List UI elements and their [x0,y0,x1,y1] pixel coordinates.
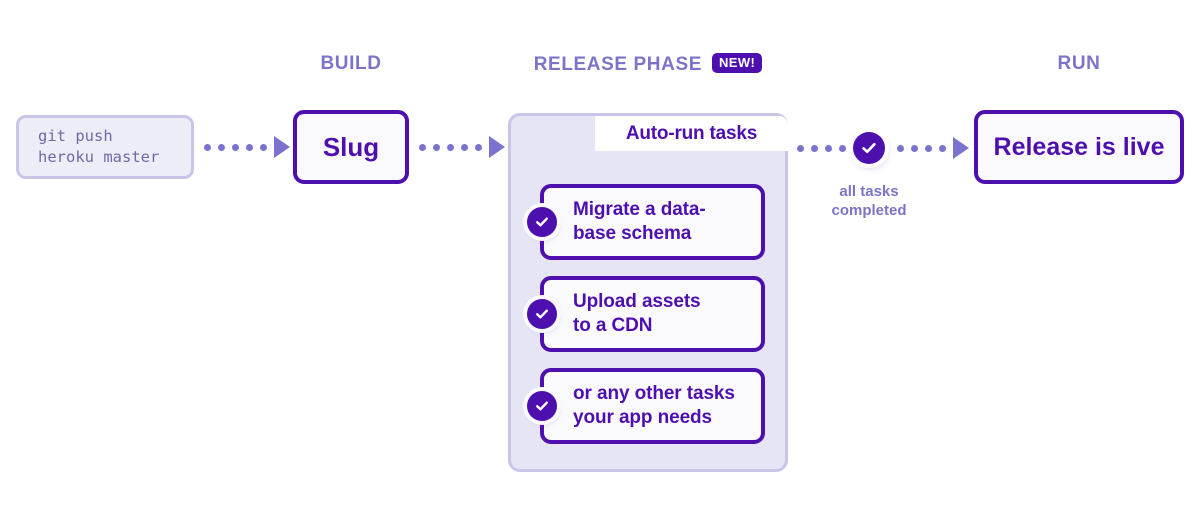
new-badge: NEW! [712,53,763,73]
task-card-line-1: Migrate a data- [573,199,706,220]
auto-run-tasks-header: Auto-run tasks [595,116,788,151]
arrow-dot [246,143,253,151]
task-card: or any other tasks your app needs [527,368,765,444]
arrow-dot [811,144,818,152]
task-card-text: Migrate a data- base schema [573,198,706,246]
dotted-arrow-icon [204,136,290,158]
caption-line-1: all tasks [839,183,899,200]
task-card-text: or any other tasks your app needs [573,382,735,430]
task-card-line-2: to a CDN [573,315,653,336]
task-card-line-2: base schema [573,223,692,244]
task-card: Migrate a data- base schema [527,184,765,260]
arrow-dot [447,143,454,151]
phase-label-release: RELEASE PHASE NEW! [508,53,788,75]
arrow-dot [204,143,211,151]
git-command-line-1: git push [38,127,113,145]
arrow-dot [260,143,267,151]
all-tasks-completed-caption: all tasks completed [799,182,939,220]
task-list: Migrate a data- base schema Upload asset… [511,116,785,469]
caption-line-2: completed [831,202,907,219]
arrow-dot [419,143,426,151]
check-icon [527,391,557,421]
task-card-line-2: your app needs [573,407,713,428]
arrow-dot [461,143,468,151]
dotted-arrow-icon [419,136,505,158]
check-icon [527,207,557,237]
dotted-arrow-icon [897,137,969,159]
arrow-dot [797,144,804,152]
arrow-dot [232,143,239,151]
check-icon [527,299,557,329]
arrow-dot [939,144,946,152]
task-card-line-1: Upload assets [573,291,701,312]
phase-label-release-text: RELEASE PHASE [533,53,702,75]
task-card-line-1: or any other tasks [573,383,735,404]
arrow-head-icon [274,136,290,158]
arrow-head-icon [953,137,969,159]
slug-box-label: Slug [322,131,380,162]
git-command-line-2: heroku master [38,148,160,166]
arrow-dot [897,144,904,152]
arrow-dot [911,144,918,152]
phase-label-run-text: RUN [1057,53,1101,74]
slug-box: Slug [293,110,409,184]
arrow-dot [839,144,846,152]
task-card: Upload assets to a CDN [527,276,765,352]
arrow-dot [825,144,832,152]
arrow-head-icon [489,136,505,158]
git-command-box: git push heroku master [16,115,194,179]
task-card-text: Upload assets to a CDN [573,290,701,338]
arrow-dot [218,143,225,151]
phase-label-build-text: BUILD [320,53,382,74]
arrow-dot [433,143,440,151]
check-circle-icon [853,132,885,164]
phase-label-build: BUILD [293,54,409,73]
phase-label-run: RUN [974,54,1184,73]
release-phase-container: Auto-run tasks Migrate a data- base sche… [508,113,788,472]
release-is-live-label: Release is live [993,132,1165,161]
arrow-dot [925,144,932,152]
auto-run-tasks-title: Auto-run tasks [625,122,758,144]
arrow-dot [475,143,482,151]
release-is-live-box: Release is live [974,110,1184,184]
